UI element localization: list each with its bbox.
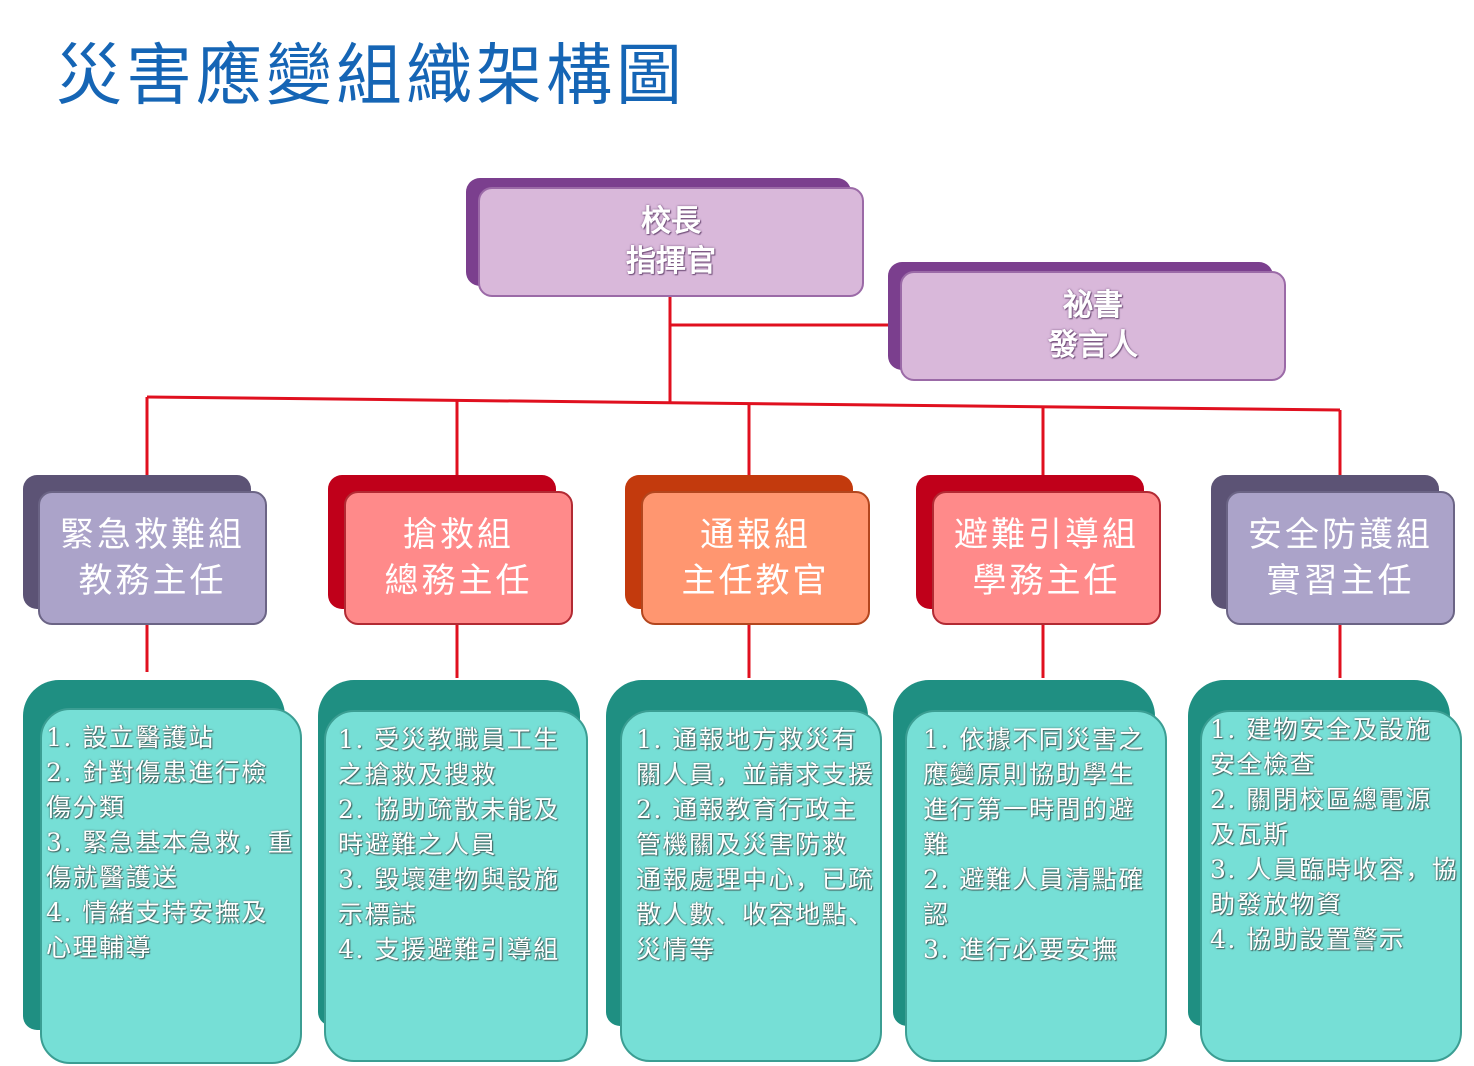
connector-main-bus [146,395,1341,412]
task-line: 散人數、收容地點、 [636,900,875,929]
commander-title: 校長 [641,204,701,239]
group-name: 緊急救難組 [60,515,245,555]
task-line: 1. 建物安全及設施 [1210,715,1432,744]
task-line: 2. 針對傷患進行檢 [46,758,268,787]
task-line: 2. 協助疏散未能及 [338,795,560,824]
task-line: 災情等 [636,935,716,964]
group-leader: 實習主任 [1266,561,1415,601]
task-box-rescue: 1. 受災教職員工生 之搶救及搜救 2. 協助疏散未能及 時避難之人員 3. 毀… [318,680,590,1066]
group-leader: 教務主任 [78,561,227,601]
task-line: 認 [923,900,950,929]
task-line: 示標誌 [338,900,418,929]
task-line: 4. 支援避難引導組 [338,935,560,964]
group-leader: 主任教官 [681,561,830,601]
task-line: 之搶救及搜救 [338,760,498,789]
task-box-reporting: 1. 通報地方救災有 關人員，並請求支援 2. 通報教育行政主 管機關及災害防救… [606,680,884,1066]
task-line: 4. 情緒支持安撫及 [46,898,268,927]
secretary-role: 發言人 [1048,328,1138,363]
task-line: 關人員，並請求支援 [636,760,875,789]
task-line: 進行第一時間的避 [923,795,1136,824]
secretary-title: 祕書 [1063,288,1123,323]
task-line: 難 [923,830,950,859]
page-title: 災害應變組織架構圖 [56,36,686,115]
group-box-safety: 安全防護組 實習主任 [1211,475,1457,627]
task-line: 管機關及災害防救 [636,830,849,859]
group-leader: 學務主任 [972,561,1121,601]
task-line: 心理輔導 [46,933,153,962]
task-line: 助發放物資 [1210,890,1343,919]
task-line: 安全檢查 [1210,750,1317,779]
group-name: 安全防護組 [1248,515,1433,555]
group-box-emergency-rescue: 緊急救難組 教務主任 [23,475,269,627]
commander-box: 校長 指揮官 [466,178,866,298]
task-line: 2. 通報教育行政主 [636,795,858,824]
task-line: 1. 依據不同災害之 [923,725,1145,754]
task-line: 通報處理中心，已疏 [636,865,875,894]
task-line: 1. 設立醫護站 [46,723,215,752]
task-box-emergency-rescue: 1. 設立醫護站 2. 針對傷患進行檢 傷分類 3. 緊急基本急救，重 傷就醫護… [23,680,303,1066]
task-line: 時避難之人員 [338,830,498,859]
task-line: 應變原則協助學生 [923,760,1136,789]
task-line: 傷就醫護送 [46,863,179,892]
group-name: 避難引導組 [954,515,1139,555]
task-line: 3. 緊急基本急救，重 [46,828,295,857]
group-box-evacuation: 避難引導組 學務主任 [916,475,1162,627]
task-line: 及瓦斯 [1210,820,1290,849]
group-name: 搶救組 [403,515,514,555]
secretary-box: 祕書 發言人 [888,262,1288,382]
group-leader: 總務主任 [384,561,533,601]
group-name: 通報組 [700,515,811,555]
task-line: 傷分類 [46,793,126,822]
commander-role: 指揮官 [626,244,716,279]
group-box-rescue: 搶救組 總務主任 [328,475,574,627]
task-line: 3. 進行必要安撫 [923,935,1119,964]
task-box-evacuation: 1. 依據不同災害之 應變原則協助學生 進行第一時間的避 難 2. 避難人員清點… [893,680,1171,1066]
task-line: 1. 受災教職員工生 [338,725,560,754]
task-line: 3. 人員臨時收容，協 [1210,855,1459,884]
task-line: 1. 通報地方救災有 [636,725,858,754]
group-box-reporting: 通報組 主任教官 [625,475,871,627]
task-box-safety: 1. 建物安全及設施 安全檢查 2. 關閉校區總電源 及瓦斯 3. 人員臨時收容… [1188,680,1468,1066]
task-line: 4. 協助設置警示 [1210,925,1406,954]
task-line: 2. 關閉校區總電源 [1210,785,1432,814]
task-line: 3. 毀壞建物與設施 [338,865,560,894]
task-line: 2. 避難人員清點確 [923,865,1145,894]
